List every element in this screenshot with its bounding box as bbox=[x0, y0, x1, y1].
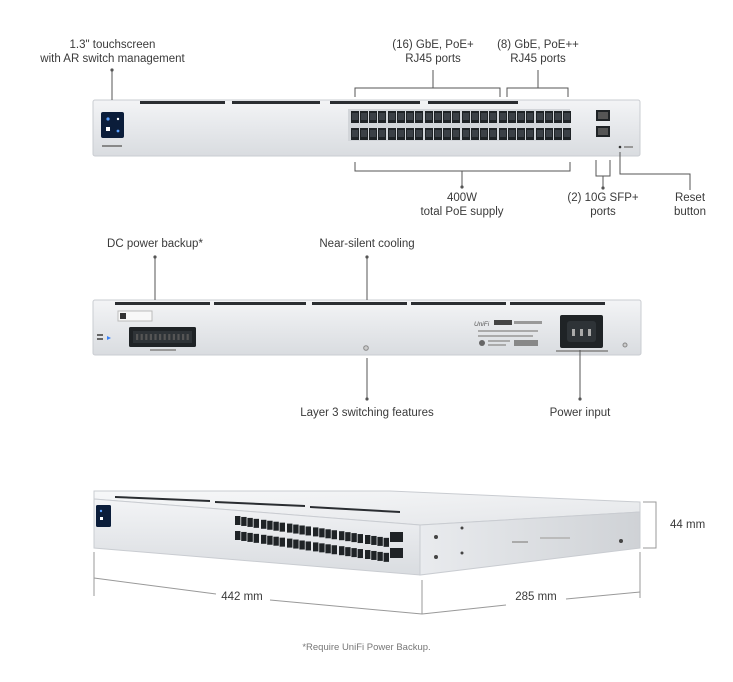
rj45-port-block bbox=[348, 109, 571, 141]
sfp-text: (2) 10G SFP+ ports bbox=[567, 192, 639, 218]
svg-text:UniFi: UniFi bbox=[474, 321, 490, 328]
dc-backup-label: DC power backup* bbox=[107, 238, 203, 250]
footnote: *Require UniFi Power Backup. bbox=[302, 642, 431, 653]
touchscreen-text: 1.3" touchscreen with AR switch manageme… bbox=[40, 39, 185, 65]
sfp-label: (2) 10G SFP+ ports bbox=[558, 191, 648, 219]
power-input-label: Power input bbox=[549, 407, 611, 419]
dimension-height: 44 mm bbox=[670, 519, 706, 531]
gbe-poe-plusplus-label: (8) GbE, PoE++ RJ45 ports bbox=[488, 38, 588, 66]
reset-pinhole bbox=[618, 145, 622, 149]
reset-label: Reset button bbox=[660, 191, 720, 219]
front-callouts bbox=[111, 70, 691, 190]
perspective-view bbox=[93, 490, 641, 576]
gbe-poe-plusplus-text: (8) GbE, PoE++ RJ45 ports bbox=[497, 39, 579, 65]
touchscreen-label: 1.3" touchscreen with AR switch manageme… bbox=[40, 38, 185, 66]
back-callouts bbox=[154, 257, 581, 399]
gbe-poe-plus-text: (16) GbE, PoE+ RJ45 ports bbox=[392, 39, 474, 65]
layer3-label: Layer 3 switching features bbox=[300, 407, 434, 419]
touchscreen-display bbox=[101, 112, 124, 138]
reset-text: Reset button bbox=[674, 192, 706, 218]
poe-supply-label: 400W total PoE supply bbox=[402, 191, 522, 219]
dimension-depth: 285 mm bbox=[515, 591, 557, 603]
cooling-label: Near-silent cooling bbox=[319, 238, 415, 250]
back-view: UniFi bbox=[92, 299, 642, 356]
dimension-width: 442 mm bbox=[221, 591, 263, 603]
dimension-lines bbox=[93, 501, 657, 615]
front-view bbox=[92, 99, 641, 157]
gbe-poe-plus-label: (16) GbE, PoE+ RJ45 ports bbox=[383, 38, 483, 66]
poe-supply-text: 400W total PoE supply bbox=[420, 192, 504, 218]
